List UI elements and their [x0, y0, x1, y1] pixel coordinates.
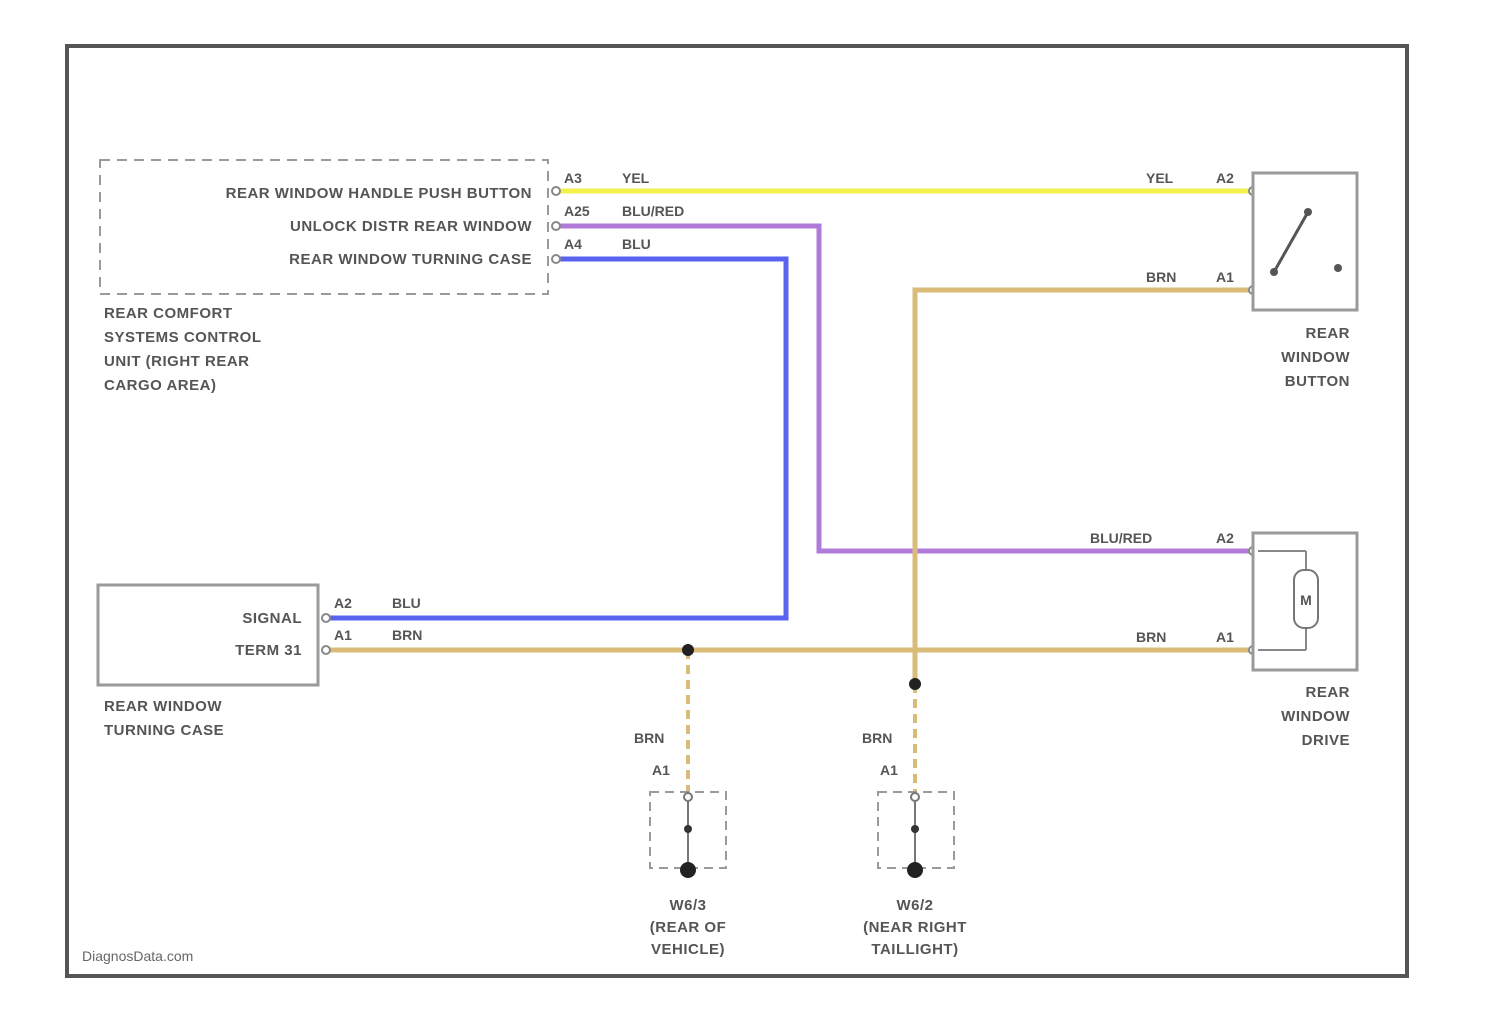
- switch-contact-b-icon: [1334, 264, 1342, 272]
- ground-1-point-mid-icon: [684, 825, 692, 833]
- turning-case-box: [98, 585, 318, 685]
- ground-2-point-mid-icon: [911, 825, 919, 833]
- button-name-3: BUTTON: [1285, 373, 1350, 390]
- control-unit-name-1: REAR COMFORT: [104, 305, 233, 322]
- button-name-1: REAR: [1305, 325, 1350, 342]
- ground-2-wire: BRN: [862, 730, 892, 746]
- switch-pivot-icon: [1270, 268, 1278, 276]
- button-name-2: WINDOW: [1281, 349, 1350, 366]
- motor-symbol: M: [1300, 592, 1312, 608]
- control-unit-pin-label-1: REAR WINDOW HANDLE PUSH BUTTON: [226, 185, 532, 202]
- ground-2-point-top-icon: [911, 793, 919, 801]
- turning-case-wire-1: BLU: [392, 595, 421, 611]
- control-unit-pin-2: A25: [564, 203, 590, 219]
- drive-pin-2: A1: [1216, 629, 1234, 645]
- ground-1-wire: BRN: [634, 730, 664, 746]
- ground-2-name-3: TAILLIGHT): [871, 941, 958, 958]
- turning-case-pin-2: A1: [334, 627, 352, 643]
- drive-name-3: DRIVE: [1302, 732, 1350, 749]
- ground-2-pin: A1: [880, 762, 898, 778]
- splice-dot-2: [909, 678, 921, 690]
- control-unit-wire-2: BLU/RED: [622, 203, 684, 219]
- control-unit-pin-label-2: UNLOCK DISTR REAR WINDOW: [290, 218, 532, 235]
- control-unit-wire-1: YEL: [622, 170, 650, 186]
- control-unit-pin-3: A4: [564, 236, 582, 252]
- button-pin-1: A2: [1216, 170, 1234, 186]
- control-unit-wire-3: BLU: [622, 236, 651, 252]
- drive-name-2: WINDOW: [1281, 708, 1350, 725]
- button-pin-2: A1: [1216, 269, 1234, 285]
- switch-contact-a-icon: [1304, 208, 1312, 216]
- turning-case-pin-label-2: TERM 31: [235, 642, 302, 659]
- ground-1-pin: A1: [652, 762, 670, 778]
- ground-2-name-1: W6/2: [896, 897, 933, 914]
- rear-window-button-box: [1253, 173, 1357, 310]
- ground-2-name-2: (NEAR RIGHT: [863, 919, 967, 936]
- drive-wire-1: BLU/RED: [1090, 530, 1152, 546]
- turning-case-pin-1: A2: [334, 595, 352, 611]
- ground-1-name-3: VEHICLE): [651, 941, 725, 958]
- splice-dot-1: [682, 644, 694, 656]
- control-unit-pin-label-3: REAR WINDOW TURNING CASE: [289, 251, 532, 268]
- drive-name-1: REAR: [1305, 684, 1350, 701]
- watermark: DiagnosData.com: [82, 948, 193, 964]
- ground-1-point-top-icon: [684, 793, 692, 801]
- turning-case-name-2: TURNING CASE: [104, 722, 224, 739]
- control-unit-name-4: CARGO AREA): [104, 377, 216, 394]
- turning-case-name-1: REAR WINDOW: [104, 698, 222, 715]
- turning-case-pin-label-1: SIGNAL: [242, 610, 302, 627]
- button-wire-1: YEL: [1146, 170, 1174, 186]
- ground-2-point-icon: [907, 862, 923, 878]
- drive-wire-2: BRN: [1136, 629, 1166, 645]
- button-wire-2: BRN: [1146, 269, 1176, 285]
- control-unit-pin-1: A3: [564, 170, 582, 186]
- ground-1-point-icon: [680, 862, 696, 878]
- drive-pin-1: A2: [1216, 530, 1234, 546]
- ground-1-name-1: W6/3: [669, 897, 706, 914]
- control-unit-name-3: UNIT (RIGHT REAR: [104, 353, 250, 370]
- turning-case-wire-2: BRN: [392, 627, 422, 643]
- control-unit-name-2: SYSTEMS CONTROL: [104, 329, 262, 346]
- ground-1-name-2: (REAR OF: [650, 919, 727, 936]
